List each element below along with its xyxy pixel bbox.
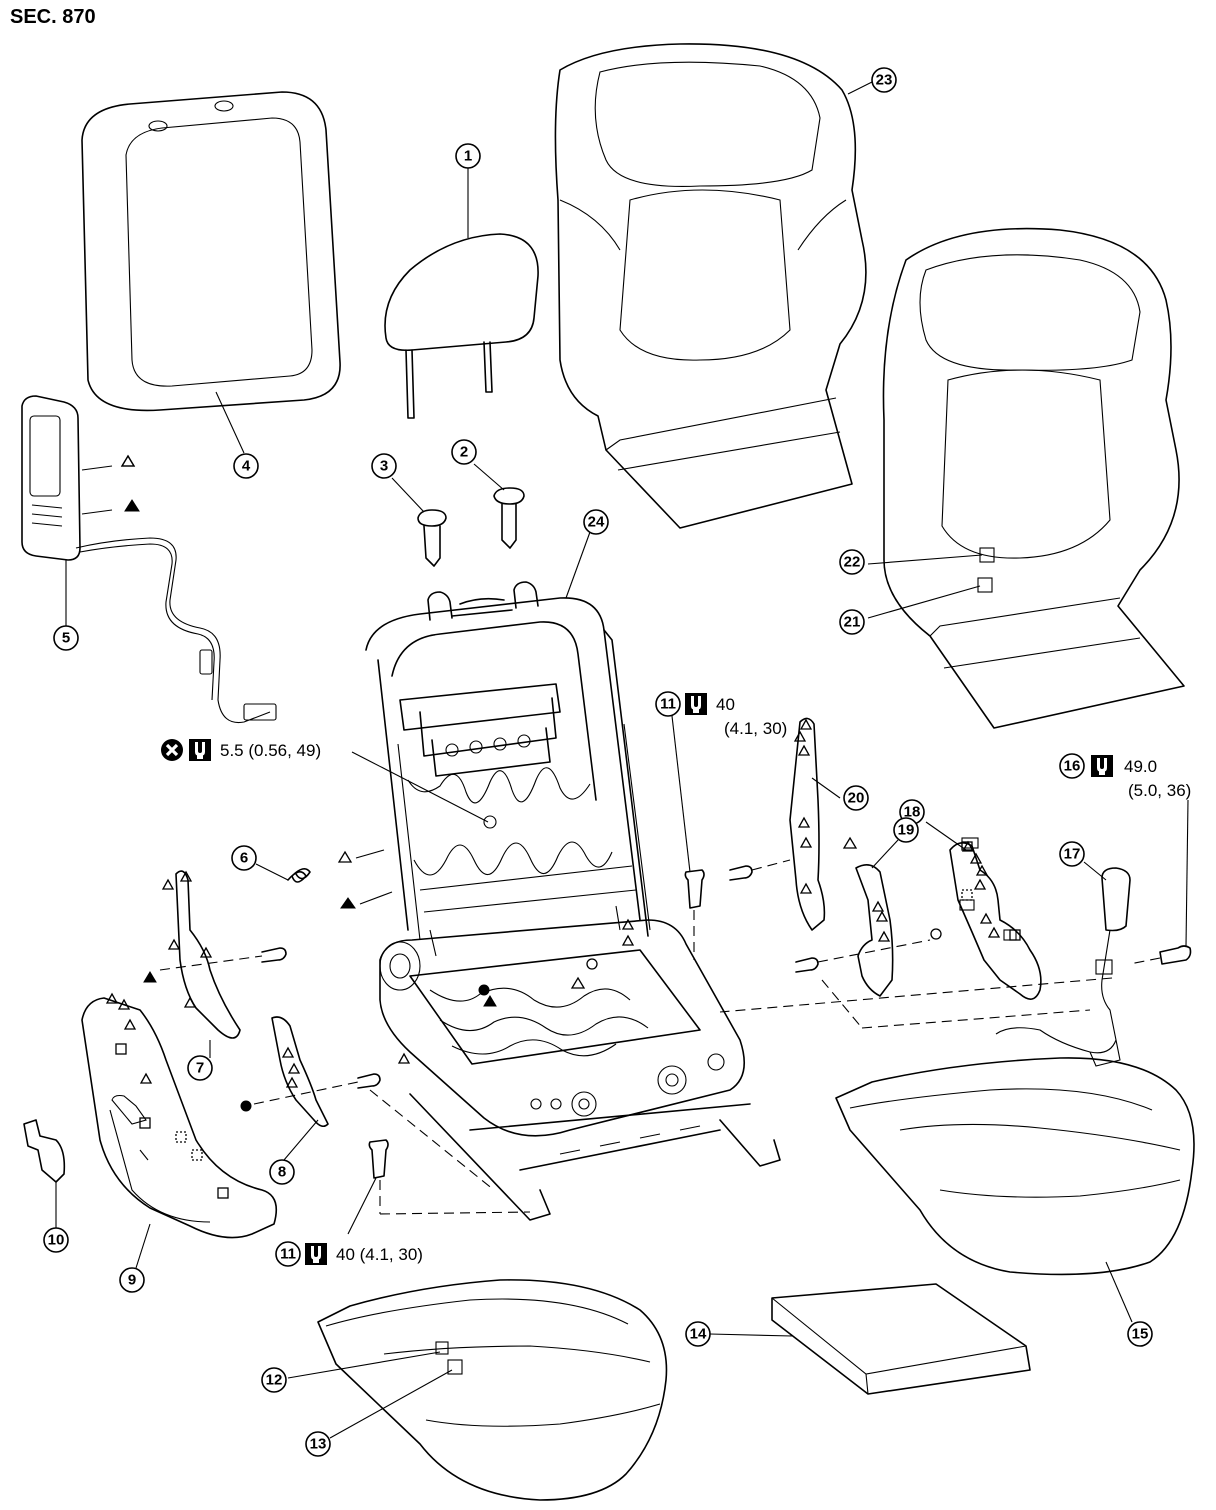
svg-text:4: 4 — [242, 458, 251, 475]
callout-16: 16 — [1059, 753, 1085, 779]
headrest-part — [384, 233, 539, 419]
svg-text:20: 20 — [848, 790, 865, 807]
svg-text:1: 1 — [464, 148, 472, 165]
torque-wrench-icon — [1091, 755, 1113, 777]
seat-cushion-frame-part — [379, 905, 781, 1221]
callout-12: 12 — [261, 1367, 287, 1393]
callout-11-upper: 11 — [655, 691, 681, 717]
seat-side-finisher-part — [81, 997, 278, 1239]
callout-14: 14 — [685, 1321, 711, 1347]
svg-text:15: 15 — [1132, 1326, 1149, 1343]
callout-21: 21 — [839, 609, 865, 635]
seat-belt-buckle-part — [995, 867, 1131, 1067]
bolt-part-16 — [1159, 945, 1192, 965]
svg-text:40 (4.1, 30): 40 (4.1, 30) — [336, 1245, 423, 1264]
lever-cover-part — [271, 1016, 329, 1128]
callout-23: 23 — [871, 67, 897, 93]
svg-text:9: 9 — [128, 1272, 136, 1289]
svg-text:11: 11 — [280, 1246, 296, 1263]
callout-20: 20 — [843, 785, 869, 811]
torque-spec-16: 49.0 (5.0, 36) — [1091, 755, 1191, 800]
callout-24: 24 — [583, 509, 609, 535]
svg-text:12: 12 — [266, 1372, 283, 1389]
callout-4: 4 — [233, 453, 259, 479]
svg-text:18: 18 — [904, 804, 921, 821]
svg-text:14: 14 — [690, 1326, 707, 1343]
callout-11-lower: 11 — [275, 1241, 301, 1267]
svg-text:10: 10 — [48, 1232, 65, 1249]
screw-part-8 — [357, 1073, 381, 1089]
svg-text:19: 19 — [898, 822, 915, 839]
bolt-part-11-lower — [368, 1139, 389, 1179]
seatback-trim-part — [554, 43, 867, 529]
callout-8: 8 — [269, 1159, 295, 1185]
callout-17: 17 — [1059, 841, 1085, 867]
seatback-frame-part — [365, 581, 651, 941]
torque-wrench-icon — [305, 1243, 327, 1265]
open-triangle-symbol — [120, 454, 136, 467]
svg-text:49.0: 49.0 — [1124, 757, 1157, 776]
screw-part-7 — [261, 947, 287, 963]
svg-text:2: 2 — [460, 444, 468, 461]
svg-text:7: 7 — [196, 1060, 204, 1077]
lower-seat-cushion-part — [317, 1279, 668, 1501]
callout-15: 15 — [1127, 1321, 1153, 1347]
callout-6: 6 — [231, 845, 257, 871]
solid-triangle-symbol — [124, 499, 140, 512]
inner-cover-lower-part — [855, 864, 894, 997]
svg-text:21: 21 — [844, 614, 861, 631]
spring-part — [287, 868, 311, 883]
screw-part-19 — [795, 957, 819, 973]
svg-text:8: 8 — [278, 1164, 286, 1181]
svg-text:11: 11 — [660, 696, 676, 713]
svg-text:16: 16 — [1064, 758, 1081, 775]
svg-text:3: 3 — [380, 458, 388, 475]
callout-2: 2 — [451, 439, 477, 465]
torque-wrench-icon — [189, 739, 211, 761]
seatback-pad-part — [882, 227, 1185, 729]
callout-1: 1 — [455, 143, 481, 169]
svg-text:5.5 (0.56, 49): 5.5 (0.56, 49) — [220, 741, 321, 760]
assembly-symbols — [105, 454, 1021, 1199]
bolt-part-11-upper — [684, 869, 705, 909]
callout-7: 7 — [187, 1055, 213, 1081]
callout-9: 9 — [119, 1267, 145, 1293]
svg-text:6: 6 — [240, 850, 248, 867]
cushion-pad-part — [771, 1283, 1031, 1395]
armrest-module-part — [21, 395, 277, 724]
torque-wrench-icon — [685, 693, 707, 715]
svg-text:23: 23 — [876, 72, 893, 89]
outer-recliner-cover-part — [949, 837, 1042, 1000]
seat-cushion-trim-part — [835, 1057, 1195, 1276]
do-not-reuse-icon — [159, 737, 185, 763]
torque-spec-seatback-bolt: 5.5 (0.56, 49) — [159, 737, 321, 763]
headrest-guide-3 — [417, 509, 447, 567]
headrest-cover-part — [81, 91, 341, 412]
callout-3: 3 — [371, 453, 397, 479]
svg-text:(5.0, 36): (5.0, 36) — [1128, 781, 1191, 800]
torque-spec-11-upper: 40 (4.1, 30) — [685, 693, 787, 738]
svg-text:17: 17 — [1064, 846, 1081, 863]
svg-text:40: 40 — [716, 695, 735, 714]
svg-text:(4.1, 30): (4.1, 30) — [724, 719, 787, 738]
callout-22: 22 — [839, 549, 865, 575]
svg-text:5: 5 — [62, 630, 70, 647]
callout-19: 19 — [893, 817, 919, 843]
svg-text:24: 24 — [588, 514, 605, 531]
clip-part — [23, 1119, 66, 1183]
callout-10: 10 — [43, 1227, 69, 1253]
recliner-cover-inner-part — [175, 870, 241, 1039]
svg-text:13: 13 — [310, 1436, 327, 1453]
section-title: SEC. 870 — [10, 6, 96, 28]
svg-text:22: 22 — [844, 554, 861, 571]
inner-cover-upper-part — [789, 717, 826, 931]
callout-5: 5 — [53, 625, 79, 651]
callout-13: 13 — [305, 1431, 331, 1457]
screw-part-20 — [729, 865, 753, 881]
torque-spec-11-lower: 40 (4.1, 30) — [305, 1243, 423, 1265]
headrest-guide-2 — [493, 487, 525, 549]
